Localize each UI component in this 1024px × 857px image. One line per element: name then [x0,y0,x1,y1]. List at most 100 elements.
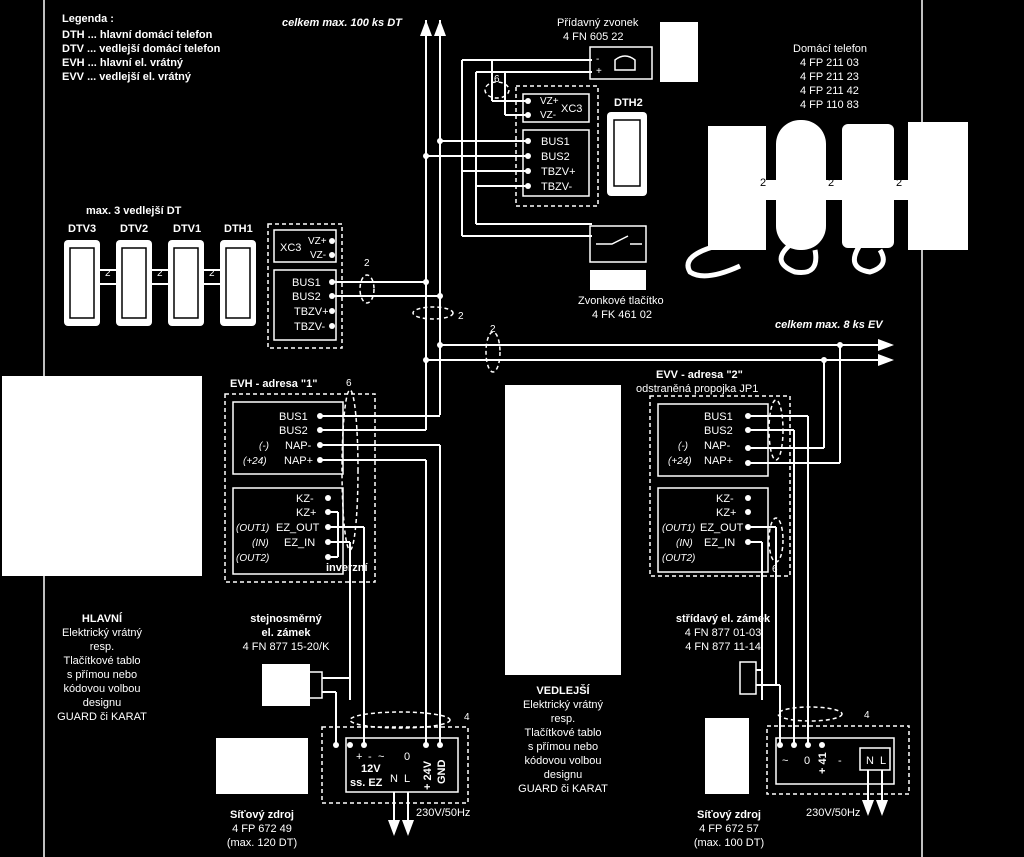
dth1-phone [220,240,256,326]
svg-text:2: 2 [760,177,766,189]
bus-left-box [273,269,337,341]
bus-top-box [522,129,590,197]
svg-text:(IN): (IN) [676,538,693,549]
svg-text:4 FN 877 15-20/K: 4 FN 877 15-20/K [243,641,330,653]
svg-text:~: ~ [378,751,384,763]
svg-text:-: - [596,54,599,65]
svg-text:4 FP 672 57: 4 FP 672 57 [699,823,759,835]
secondary-panel-image [505,385,621,675]
psu-right-frame [766,725,910,795]
svg-text:TBZV-: TBZV- [541,181,573,193]
dth2-phone [607,112,647,196]
svg-text:(OUT2): (OUT2) [236,553,269,564]
dtv1-phone [168,240,204,326]
psu-left-box [345,737,459,793]
arrow-right-icon [878,339,894,351]
svg-text:KZ-: KZ- [296,493,314,505]
svg-text:Síťový zdroj: Síťový zdroj [230,809,294,821]
psu-right-box [775,737,895,785]
svg-text:2: 2 [828,177,834,189]
arrow-down-icon [862,800,874,816]
button-code: 4 FK 461 02 [592,309,652,321]
wire-count: 2 [458,311,464,322]
ac-lock-image [739,661,757,695]
wire-count: 2 [490,324,496,335]
legend-item: DTH ... hlavní domácí telefon [62,29,213,41]
svg-text:NAP-: NAP- [285,440,312,452]
svg-text:NAP+: NAP+ [284,455,313,467]
svg-text:4 FN 877 11-14: 4 FN 877 11-14 [685,641,761,653]
legend-title: Legenda : [62,13,114,25]
home-phone-3 [842,124,894,248]
svg-text:0: 0 [804,755,810,767]
svg-text:-: - [368,751,372,763]
svg-text:BUS2: BUS2 [292,291,321,303]
legend-item: EVH ... hlavní el. vrátný [62,57,184,69]
svg-text:+ 41: + 41 [817,752,829,774]
arrow-up-icon [434,20,446,36]
bell-button-photo [590,270,646,290]
home-phone-4 [908,122,968,250]
wire-count: 4 [464,712,470,723]
svg-text:BUS2: BUS2 [704,425,733,437]
svg-text:(-): (-) [678,441,688,452]
svg-text:VZ-: VZ- [310,250,326,261]
xc3-top-frame [515,85,599,207]
svg-text:2: 2 [896,177,902,189]
ev-bus-label: celkem max. 8 ks EV [775,319,884,331]
svg-text:VEDLEJŠÍ: VEDLEJŠÍ [536,684,590,697]
switch-icon [596,235,642,245]
svg-text:12V: 12V [361,763,381,775]
svg-text:kódovou volbou: kódovou volbou [63,683,140,695]
svg-text:VZ-: VZ- [540,110,556,121]
psu-left-caption: Síťový zdroj 4 FP 672 49 (max. 120 DT) [227,809,297,849]
svg-text:designu: designu [83,697,122,709]
main-panel-image [2,376,202,576]
svg-text:Tlačítkové tablo: Tlačítkové tablo [524,727,601,739]
psu-right-caption: Síťový zdroj 4 FP 672 57 (max. 100 DT) [694,809,764,849]
svg-text:s přímou nebo: s přímou nebo [528,741,598,753]
arrow-up-icon [420,20,432,36]
svg-text:HLAVNÍ: HLAVNÍ [82,612,123,625]
svg-text:střídavý el. zámek: střídavý el. zámek [676,613,771,625]
wire-count: 6 [494,74,500,85]
svg-text:s přímou nebo: s přímou nebo [67,669,137,681]
svg-text:(IN): (IN) [252,538,269,549]
svg-text:(+24): (+24) [243,456,267,467]
svg-text:TBZV+: TBZV+ [541,166,576,178]
xc3-top-label: XC3 [561,103,582,115]
secondary-panel-caption: VEDLEJŠÍ Elektrický vrátný resp. Tlačítk… [518,684,608,795]
svg-text:Elektrický vrátný: Elektrický vrátný [62,627,143,639]
svg-text:BUS1: BUS1 [279,411,308,423]
svg-text:NAP-: NAP- [704,440,731,452]
svg-text:~: ~ [782,755,788,767]
xc3-left-label: XC3 [280,242,301,254]
svg-text:designu: designu [544,769,583,781]
svg-text:TBZV-: TBZV- [294,321,326,333]
svg-text:Elektrický vrátný: Elektrický vrátný [523,699,604,711]
svg-text:-: - [838,755,842,767]
psu-left-image [216,738,308,794]
home-phone-title: Domácí telefon [793,43,867,55]
evh-kz-box [232,487,344,575]
svg-text:(OUT1): (OUT1) [662,523,695,534]
evv-bus-box [657,403,769,477]
svg-text:230V/50Hz: 230V/50Hz [806,807,860,819]
svg-text:4 FN 877 01-03: 4 FN 877 01-03 [685,627,761,639]
svg-text:GUARD či KARAT: GUARD či KARAT [57,711,147,723]
svg-text:(OUT2): (OUT2) [662,553,695,564]
xc3-top-box [522,93,590,123]
svg-text:KZ+: KZ+ [716,507,736,519]
evh-title: EVH - adresa "1" [230,378,317,390]
evh-inverze: inverzní [326,562,369,574]
svg-text:stejnosměrný: stejnosměrný [250,613,322,625]
dt-name: DTV3 [68,223,96,235]
svg-text:4 FP 211 42: 4 FP 211 42 [800,85,859,97]
svg-text:BUS2: BUS2 [279,425,308,437]
bell-button-box [589,225,647,263]
svg-text:4 FP 110 83: 4 FP 110 83 [800,99,859,111]
dt-group-title: max. 3 vedlejší DT [86,205,182,217]
svg-text:+: + [356,751,362,763]
legend-item: EVV ... vedlejší el. vrátný [62,71,192,83]
